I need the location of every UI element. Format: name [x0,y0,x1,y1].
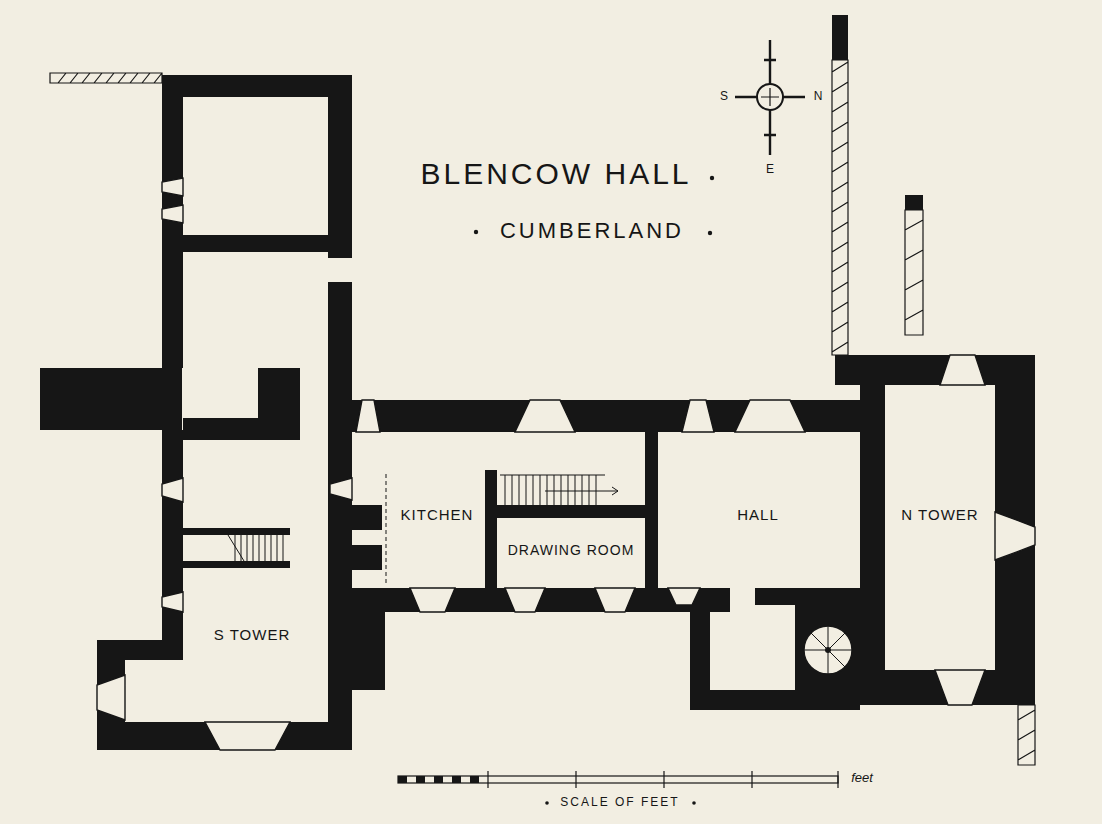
ornament-dot [692,801,696,805]
scale-ticks [488,771,838,788]
staircase [500,475,618,505]
compass-letter: S [720,90,728,103]
room-label: HALL [734,505,782,526]
room-name: KITCHEN [401,507,474,524]
room-label: KITCHEN [398,505,477,526]
compass-ring [757,84,783,110]
room-name: DRAWING ROOM [508,543,635,558]
ornament-dot [474,230,478,234]
ornament-dot [545,801,549,805]
compass-cross [761,88,779,106]
newel-treads [804,626,852,674]
room-label: S TOWER [211,625,293,646]
scale-caption: SCALE OF FEET [560,796,679,809]
scale-bar [398,776,838,783]
room-label: DRAWING ROOM [505,541,638,560]
room-name: N TOWER [901,507,978,524]
newel-post [825,647,831,653]
window-splays [97,178,1035,750]
dashed-line [386,474,387,586]
compass-letter: N [814,90,823,103]
compass-lines [735,40,805,155]
walls [40,75,1035,750]
ornament-dot [708,231,712,235]
compass-letter: E [766,163,774,176]
newel-stair [804,626,852,674]
scale-unit: feet [851,771,873,785]
staircase [228,535,283,561]
hatched-wall [50,60,1035,765]
room-label: N TOWER [898,505,981,526]
room-name: HALL [737,507,779,524]
room-name: S TOWER [214,627,290,644]
wall-stub [832,15,923,210]
scale-fill [398,776,479,783]
county-name: CUMBERLAND [500,219,684,243]
plan-title: BLENCOW HALL [420,157,691,190]
ornament-dot [710,176,714,180]
